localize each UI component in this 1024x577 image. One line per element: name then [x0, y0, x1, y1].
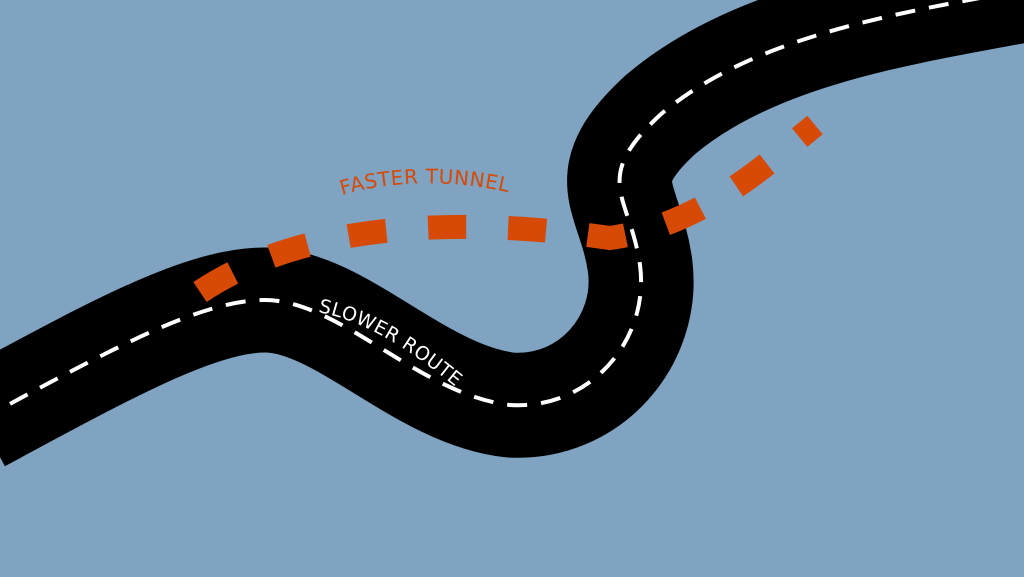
faster-tunnel [193, 115, 823, 302]
